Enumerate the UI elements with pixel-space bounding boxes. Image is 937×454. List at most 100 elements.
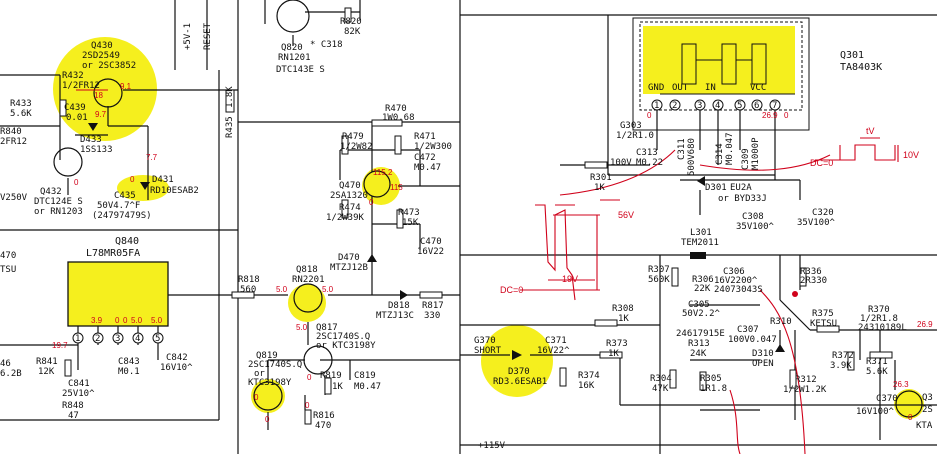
r346-label: 46 — [0, 359, 11, 369]
volt-r841: 19.7 — [52, 341, 68, 350]
volt-q432-e: 0 — [74, 178, 79, 187]
c307-val: 100V0.047 — [728, 335, 777, 345]
q820-part: RN1201 — [278, 53, 311, 63]
r310-ref: R310 — [770, 317, 792, 327]
volt-q470-c: 115 — [390, 183, 403, 192]
tsu-label: TSU — [0, 265, 16, 275]
r479-val: 1/2W82 — [340, 142, 373, 152]
c306-pn: 24073043S — [714, 285, 763, 295]
c371-val: 16V22^ — [537, 346, 570, 356]
q3-part: 2S — [922, 405, 933, 415]
highlight-q840 — [68, 262, 168, 326]
r372-val: 3.9K — [830, 361, 852, 371]
q301-pinnum-5: 5 — [737, 101, 742, 111]
volt-q470-e: 0 — [369, 198, 374, 207]
r336-ref: R336 — [800, 267, 822, 277]
q301-pinnum-2: 2 — [672, 101, 677, 111]
c819-val: M0.47 — [354, 382, 381, 392]
q840-volt-1: 3.9 — [91, 316, 103, 325]
c435-pn: (24797479S) — [92, 211, 152, 221]
d301-ref: D301 — [705, 183, 727, 193]
r301-ref: R301 — [590, 173, 612, 183]
r304-ref: R304 — [650, 374, 672, 384]
r374-val: 16K — [578, 381, 595, 391]
c305-pn: 24617915E — [676, 329, 725, 339]
q301-stage-2 — [721, 43, 737, 85]
q432-part: DTC124E S — [34, 197, 83, 207]
c470-ref: C470 — [420, 237, 442, 247]
d431-ref: D431 — [152, 175, 174, 185]
volt-r816: 0 — [305, 401, 310, 410]
note-19v: 19V — [562, 274, 578, 284]
volt-ic-7: 0 — [784, 111, 789, 120]
c308-ref: C308 — [742, 212, 764, 222]
q819-alt2: KTC3198Y — [248, 378, 292, 388]
r374-ref: R374 — [578, 371, 600, 381]
q430-part: 2SD2549 — [82, 51, 120, 61]
q470-ref: Q470 — [339, 181, 361, 191]
q432-alt: or RN1203 — [34, 207, 83, 217]
r471-ref: R471 — [414, 132, 436, 142]
q819-part: 2SC1740S.Q — [248, 360, 302, 370]
highlight-d370 — [481, 325, 553, 397]
q430-ref: Q430 — [91, 41, 113, 51]
q301-stage-3 — [751, 43, 767, 85]
c305-ref: C305 — [688, 300, 710, 310]
q840-ref: Q840 — [115, 236, 139, 247]
q301-pin-in: IN — [705, 83, 716, 93]
l301-ref: L301 — [690, 228, 712, 238]
r306-val: 22K — [694, 284, 711, 294]
r435-ref: R435 — [225, 116, 235, 138]
d433-ref: D433 — [80, 135, 102, 145]
r817-ref: R817 — [422, 301, 444, 311]
c843-ref: C843 — [118, 357, 140, 367]
c370-ref: C370 — [876, 394, 898, 404]
volt-r370: 26.9 — [917, 320, 933, 329]
r373-ref: R373 — [606, 339, 628, 349]
q301-pinnum-4: 4 — [715, 101, 720, 111]
q301-pinnum-6: 6 — [754, 101, 759, 111]
r819-val: 1K — [332, 382, 343, 392]
d818-val: MTZJ13C — [376, 311, 414, 321]
r473-ref: R473 — [398, 208, 420, 218]
q301-frame — [632, 17, 810, 131]
r307-val: 560K — [648, 275, 670, 285]
r373-val: 1K — [608, 349, 619, 359]
q301-module-outline — [639, 21, 803, 111]
c843-val: M0.1 — [118, 367, 140, 377]
c306-ref: C306 — [723, 267, 745, 277]
short-label: SHORT — [474, 346, 502, 356]
c841-ref: C841 — [68, 379, 90, 389]
r306-ref: R306 — [692, 275, 714, 285]
r840-val: 2FR12 — [0, 137, 27, 147]
c470-val: 16V22 — [417, 247, 444, 257]
r818-ref: R818 — [238, 275, 260, 285]
q840-pins — [72, 332, 164, 344]
note-10v: 10V — [903, 150, 919, 160]
c320-val: 35V100^ — [797, 218, 836, 228]
d370-val: RD3.6ESAB1 — [493, 377, 547, 387]
q840-pin-5: 5 — [155, 334, 160, 344]
q820-ref: Q820 — [281, 43, 303, 53]
r370-ref: R370 — [868, 305, 890, 315]
r435-val: 1.8K — [225, 86, 235, 108]
c472-ref: C472 — [414, 153, 436, 163]
c309-ref: C309 — [741, 148, 751, 170]
c439-ref: C439 — [64, 103, 86, 113]
highlight-q818 — [288, 284, 326, 322]
volt-q430-b: 9.1 — [120, 82, 132, 91]
d433-val: 1SS133 — [80, 145, 113, 155]
volt-d431-k: 0 — [130, 175, 135, 184]
c435-ref: C435 — [114, 191, 136, 201]
v115-label: +115V — [478, 441, 506, 451]
note-tv: tV — [866, 126, 875, 136]
volt-q470-b: 115.2 — [373, 168, 393, 177]
r816-ref: R816 — [313, 411, 335, 421]
r474-ref: R474 — [339, 203, 361, 213]
r470-val: 1W0.68 — [382, 113, 415, 123]
r305-ref: R305 — [700, 374, 722, 384]
volt-ic-6: 26.9 — [762, 111, 778, 120]
q301-pinnum-7: 7 — [772, 101, 777, 111]
volt-q817-e: 0 — [307, 373, 312, 382]
d310-ref: D310 — [752, 349, 774, 359]
